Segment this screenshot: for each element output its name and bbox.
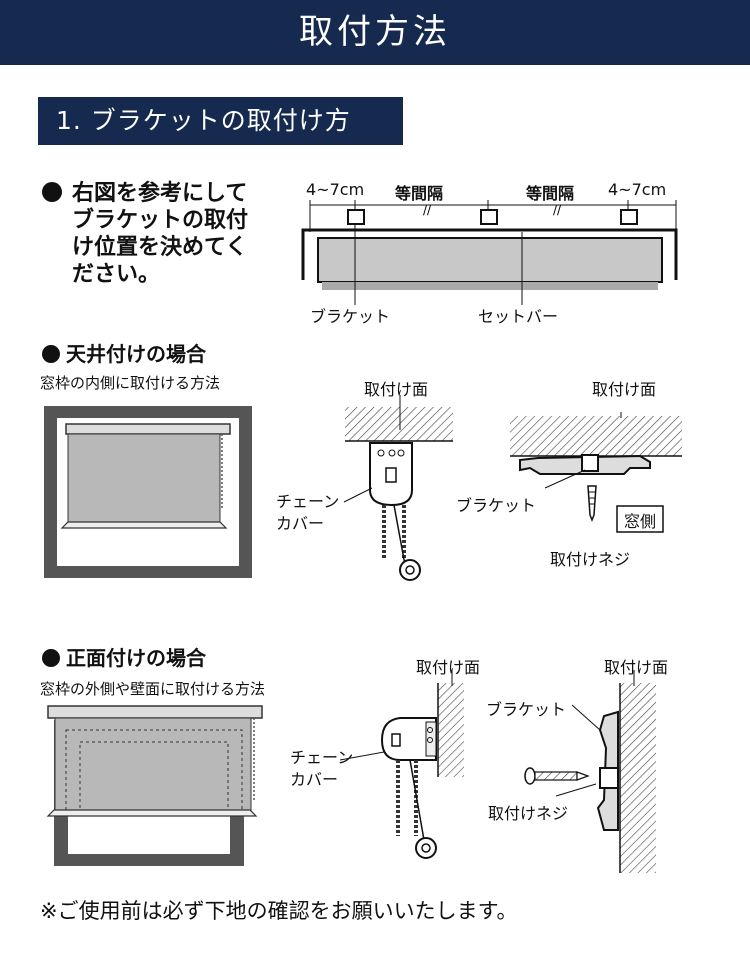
ceiling-bracket-label: ブラケット [456,496,537,515]
front-chain-cover-label-1: チェーン [290,748,354,767]
bullet-dot-icon [42,345,60,363]
caution-note: ※ご使用前は必ず下地の確認をお願いいたします。 [40,899,518,923]
front-heading-text: 正面付けの場合 [66,646,206,670]
ceiling-bracket-diagram [510,412,682,533]
front-chain-cover-diagram [339,670,464,859]
front-bracket-label: ブラケット [486,700,567,719]
ceiling-surface-label-1: 取付け面 [364,380,429,399]
front-surface-label-1: 取付け面 [416,658,481,677]
ceiling-chain-cover-label-1: チェーン [276,492,340,511]
svg-text://: // [423,203,432,217]
ceiling-surface-label-2: 取付け面 [592,380,657,399]
section-title: 1. ブラケットの取付け方 [38,97,403,145]
intro-text: 右図を参考にしてブラケットの取付け位置を決めてください。 [72,181,249,287]
front-surface-label-2: 取付け面 [604,658,669,677]
ceiling-chain-cover-diagram [343,395,453,581]
setbar-diagram: // // [301,200,678,305]
front-subtitle: 窓枠の外側や壁面に取付ける方法 [40,680,266,698]
bracket-label: ブラケット [310,307,391,326]
front-window-diagram [46,705,263,866]
intro-instruction: 右図を参考にしてブラケットの取付け位置を決めてください。 [42,180,262,288]
dim-right-label: 4~7cm [608,180,667,199]
front-chain-cover-label-2: カバー [290,770,339,789]
setbar-label: セットバー [478,307,559,326]
ceiling-heading-text: 天井付けの場合 [66,342,206,366]
front-heading: 正面付けの場合 [42,642,206,671]
ceiling-chain-cover-label-2: カバー [276,514,325,533]
bullet-dot-icon [42,649,60,667]
ceiling-window-diagram [44,406,252,578]
bullet-dot-icon [42,182,62,202]
front-bracket-diagram [524,670,656,873]
front-screw-label: 取付けネジ [488,804,569,823]
dim-left-label: 4~7cm [306,180,365,199]
window-side-label: 窓側 [624,512,657,531]
ceiling-subtitle: 窓枠の内側に取付ける方法 [40,374,221,392]
page-title: 取付方法 [0,0,750,65]
dim-equal-1-label: 等間隔 [395,184,444,203]
ceiling-screw-label: 取付けネジ [550,550,631,569]
svg-text://: // [553,203,562,217]
ceiling-heading: 天井付けの場合 [42,338,206,367]
dim-equal-2-label: 等間隔 [526,184,575,203]
